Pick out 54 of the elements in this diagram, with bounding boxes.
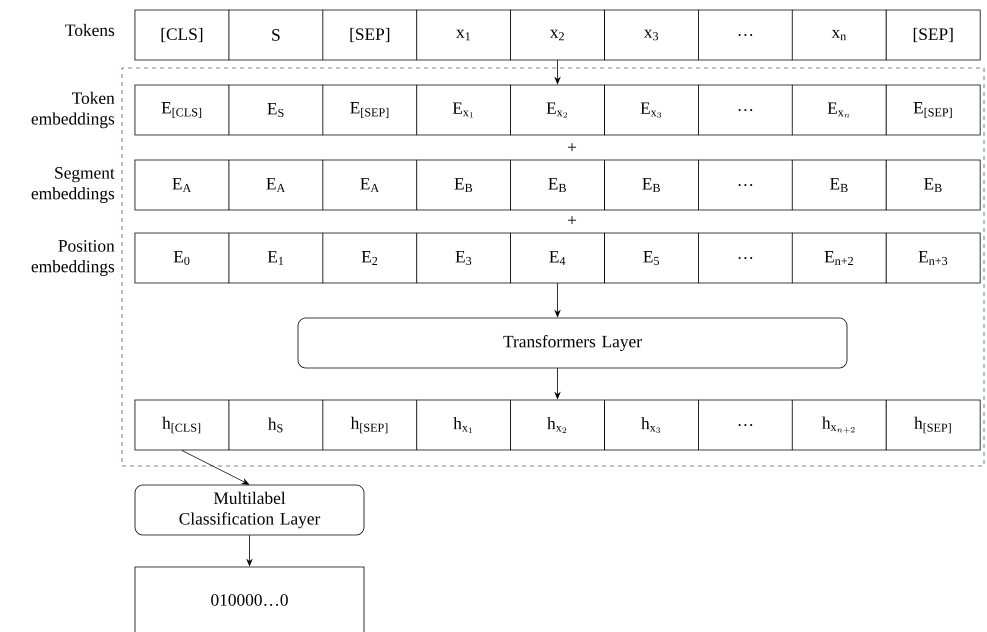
hidden-state-cell: $\mathrm{h}_{\mathrm{x}_{3}}$ <box>604 400 699 450</box>
hidden-state-cell: h$_{S}$ <box>228 400 324 450</box>
layer-box: Transformers Layer <box>298 318 848 368</box>
embedding-cell: E$_{S}$ <box>228 84 324 136</box>
token-cell: S <box>228 10 324 60</box>
token-cell: x$_{n}$ <box>792 10 887 60</box>
token-cell: … <box>698 10 793 60</box>
hidden-state-cell: $\mathrm{h}_{\mathrm{x}_{2}}$ <box>510 400 605 450</box>
embedding-cell: E$_{A}$ <box>228 160 324 210</box>
hidden-state-cell: h$_{[CLS]}$ <box>134 400 230 450</box>
embedding-cell: E$_{n+2}$ <box>792 232 887 284</box>
token-cell: [SEP] <box>886 10 981 60</box>
embedding-cell: $\mathrm{E}_{\mathrm{x}_{3}}$ <box>604 84 699 136</box>
embedding-cell: E$_{1}$ <box>228 232 324 284</box>
embedding-cell: … <box>698 160 793 210</box>
embedding-cell: E$_{2}$ <box>322 232 418 284</box>
embedding-cell: E$_{B}$ <box>792 160 887 210</box>
token-cell: x$_{1}$ <box>416 10 512 60</box>
token-cell: [SEP] <box>322 10 418 60</box>
token-cell: x$_{3}$ <box>604 10 699 60</box>
embedding-cell: E$_{[SEP]}$ <box>886 84 981 136</box>
embedding-cell: E$_{0}$ <box>134 232 230 284</box>
token-cell: x$_{2}$ <box>510 10 605 60</box>
embedding-cell: E$_{B}$ <box>510 160 605 210</box>
embedding-cell: E$_{4}$ <box>510 232 605 284</box>
embedding-cell: E$_{n+3}$ <box>886 232 981 284</box>
embedding-cell: E$_{A}$ <box>134 160 230 210</box>
hidden-state-cell: h$_{[SEP]}$ <box>322 400 418 450</box>
embedding-cell: $\mathrm{E}_{\mathrm{x}_{1}}$ <box>416 84 512 136</box>
embedding-cell: … <box>698 232 793 284</box>
embedding-cell: E$_{B}$ <box>416 160 512 210</box>
embedding-cell: $\mathrm{E}_{\mathrm{x}_{n}}$ <box>792 84 887 136</box>
token-cell: [CLS] <box>134 10 230 60</box>
embedding-cell: E$_{B}$ <box>886 160 981 210</box>
row-label: Segment embeddings <box>32 167 115 203</box>
layer-box: Multilabel Classification Layer <box>134 484 364 536</box>
row-label: Token embeddings <box>32 92 114 128</box>
embedding-cell: … <box>698 84 793 136</box>
hidden-state-cell: h$_{[SEP]}$ <box>886 400 981 450</box>
embedding-cell: $\mathrm{E}_{\mathrm{x}_{2}}$ <box>510 84 605 136</box>
embedding-cell: E$_{[SEP]}$ <box>322 84 418 136</box>
output-box: 010000…0 <box>134 566 364 632</box>
plus-sign: + <box>568 143 576 152</box>
hidden-state-cell: $\mathrm{h}_{\mathrm{x}_{n+2}}$ <box>792 400 887 450</box>
row-label: Tokens <box>65 24 114 36</box>
hidden-state-cell: $\mathrm{h}_{\mathrm{x}_{1}}$ <box>416 400 512 450</box>
row-label: Position embeddings <box>32 240 114 276</box>
plus-sign: + <box>568 216 576 224</box>
embedding-cell: E$_{[CLS]}$ <box>134 84 230 136</box>
embedding-cell: E$_{B}$ <box>604 160 699 210</box>
hidden-state-cell: … <box>698 400 793 450</box>
embedding-cell: E$_{3}$ <box>416 232 512 284</box>
embedding-cell: E$_{A}$ <box>322 160 418 210</box>
embedding-cell: E$_{5}$ <box>604 232 699 284</box>
